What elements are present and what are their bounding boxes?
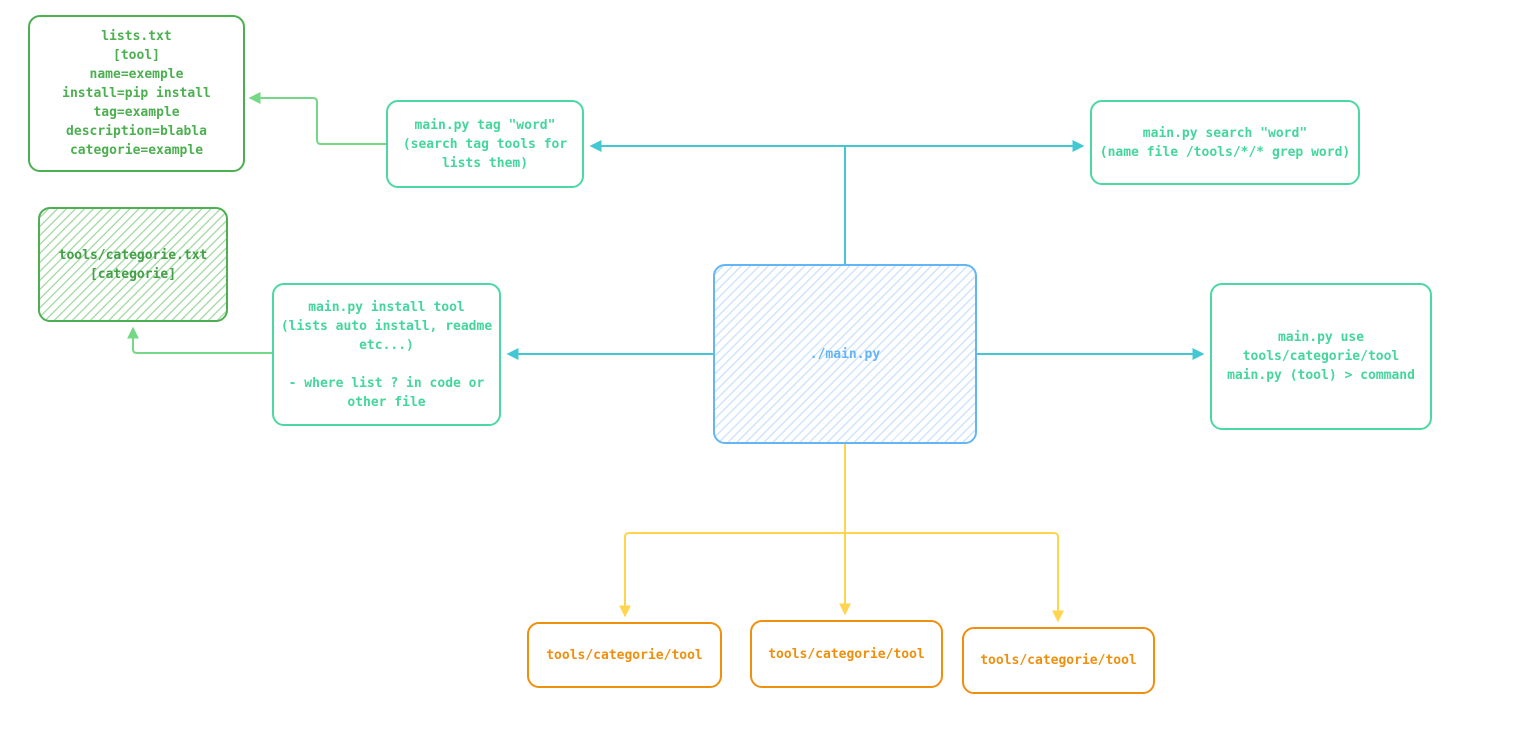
node-lists-txt-label: lists.txt [tool] name=exemple install=pi… <box>62 29 211 158</box>
node-lists-txt[interactable]: lists.txt [tool] name=exemple install=pi… <box>28 15 245 172</box>
node-tool-path-1-label: tools/categorie/tool <box>546 647 703 663</box>
node-cmd-install-label: main.py install tool (lists auto install… <box>280 299 493 410</box>
node-cmd-tag[interactable]: main.py tag "word" (search tag tools for… <box>386 100 584 188</box>
connector-main-to-tool3[interactable] <box>844 532 1064 623</box>
node-cmd-use[interactable]: main.py use tools/categorie/tool main.py… <box>1210 283 1432 430</box>
node-tool-path-3[interactable]: tools/categorie/tool <box>962 627 1155 694</box>
node-main-py[interactable]: ./main.py <box>713 264 977 444</box>
node-categorie-txt-label: tools/categorie.txt [categorie] <box>58 247 208 282</box>
node-categorie-txt[interactable]: tools/categorie.txt [categorie] <box>38 207 228 322</box>
node-tool-path-2-label: tools/categorie/tool <box>768 646 925 662</box>
node-tool-path-1[interactable]: tools/categorie/tool <box>527 622 722 688</box>
connector-main-to-tool1[interactable] <box>619 532 846 618</box>
connector-tag-to-lists[interactable] <box>248 92 387 145</box>
connector-install-to-categorie[interactable] <box>127 326 273 354</box>
node-tool-path-3-label: tools/categorie/tool <box>980 653 1137 668</box>
node-cmd-use-label: main.py use tools/categorie/tool main.py… <box>1227 330 1415 383</box>
node-cmd-install[interactable]: main.py install tool (lists auto install… <box>272 283 501 426</box>
node-cmd-tag-label: main.py tag "word" (search tag tools for… <box>402 117 568 171</box>
node-main-py-label: ./main.py <box>809 346 881 362</box>
node-cmd-search-label: main.py search "word" (name file /tools/… <box>1099 125 1351 160</box>
node-cmd-search[interactable]: main.py search "word" (name file /tools/… <box>1090 100 1360 185</box>
node-tool-path-2[interactable]: tools/categorie/tool <box>750 620 943 688</box>
